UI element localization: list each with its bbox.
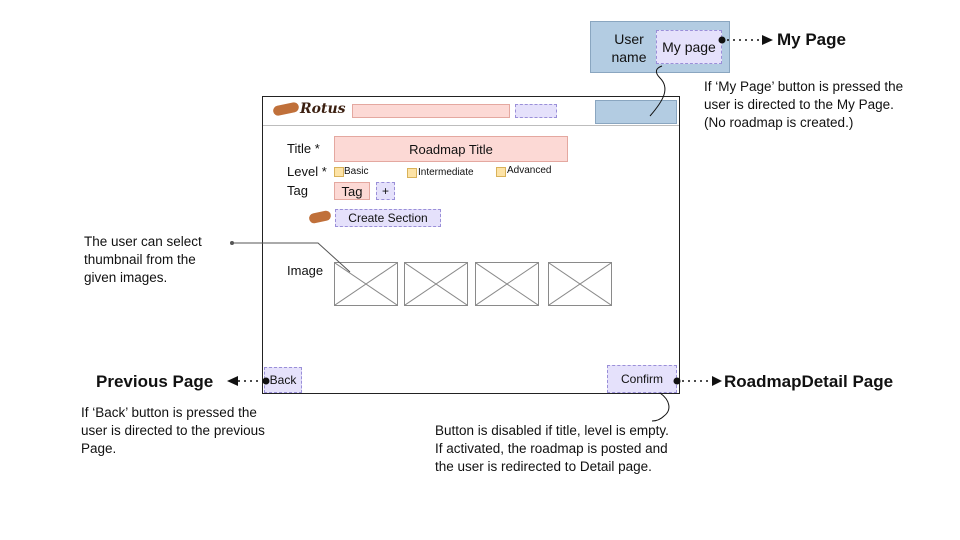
- confirm-note: Button is disabled if title, level is em…: [435, 422, 669, 476]
- thumbnail-option[interactable]: [548, 262, 612, 306]
- note-line: user is directed to the My Page.: [704, 97, 894, 112]
- note-line: (No roadmap is created.): [704, 115, 854, 130]
- add-tag-button[interactable]: +: [376, 182, 395, 200]
- note-line: given images.: [84, 270, 168, 285]
- connector-dot: [673, 377, 681, 385]
- connector-curve: [651, 392, 670, 422]
- my-page-target: My Page: [777, 30, 846, 49]
- note-line: Page.: [81, 441, 117, 456]
- my-page-note: If ‘My Page’ button is pressed the user …: [704, 78, 903, 132]
- checkbox-basic[interactable]: [334, 167, 344, 177]
- image-placeholder-icon: [334, 262, 398, 306]
- note-line: the user is redirected to Detail page.: [435, 459, 652, 474]
- arrowhead-icon: [762, 35, 773, 45]
- tag-chip[interactable]: Tag: [334, 182, 370, 200]
- image-placeholder-icon: [475, 262, 539, 306]
- note-line: user is directed to the previous: [81, 423, 265, 438]
- thumbnail-option[interactable]: [404, 262, 468, 306]
- user-area[interactable]: [595, 100, 677, 124]
- back-button[interactable]: Back: [264, 367, 302, 393]
- level-label: Level *: [287, 164, 327, 179]
- arrowhead-icon: [712, 376, 722, 386]
- logo-text[interactable]: Rotus: [300, 101, 346, 117]
- level-option-advanced: Advanced: [507, 165, 552, 176]
- note-line: If ‘My Page’ button is pressed the: [704, 79, 904, 94]
- note-line: thumbnail from the: [84, 252, 196, 267]
- previous-page-target: Previous Page: [96, 372, 214, 391]
- checkbox-intermediate[interactable]: [407, 168, 417, 178]
- title-input[interactable]: Roadmap Title: [334, 136, 568, 162]
- image-placeholder-icon: [404, 262, 468, 306]
- note-line: Button is disabled if title, level is em…: [435, 423, 669, 438]
- search-input[interactable]: [352, 104, 510, 118]
- connector-dot: [262, 377, 270, 385]
- connector-dot: [718, 36, 726, 44]
- level-option-intermediate: Intermediate: [418, 167, 474, 178]
- connector-line: [232, 242, 351, 273]
- back-note: If ‘Back’ button is pressed the user is …: [81, 404, 265, 458]
- checkbox-advanced[interactable]: [496, 167, 506, 177]
- header-bar: [263, 97, 679, 126]
- confirm-button[interactable]: Confirm: [607, 365, 677, 393]
- my-page-button[interactable]: My page: [656, 30, 722, 64]
- thumbnail-option[interactable]: [334, 262, 398, 306]
- tag-label: Tag: [287, 183, 308, 198]
- arrowhead-icon: [227, 376, 238, 386]
- note-line: If ‘Back’ button is pressed the: [81, 405, 257, 420]
- note-line: The user can select: [84, 234, 202, 249]
- connector-curve: [649, 65, 666, 117]
- title-label: Title *: [287, 141, 320, 156]
- image-placeholder-icon: [548, 262, 612, 306]
- search-button[interactable]: [515, 104, 557, 118]
- create-section-button[interactable]: Create Section: [335, 209, 441, 227]
- user-name: User name: [611, 31, 647, 65]
- roadmap-detail-target: RoadmapDetail Page: [724, 372, 894, 391]
- note-line: If activated, the roadmap is posted and: [435, 441, 668, 456]
- thumbnail-note: The user can select thumbnail from the g…: [84, 233, 202, 287]
- thumbnail-option[interactable]: [475, 262, 539, 306]
- level-option-basic: Basic: [344, 166, 369, 177]
- image-label: Image: [287, 263, 324, 278]
